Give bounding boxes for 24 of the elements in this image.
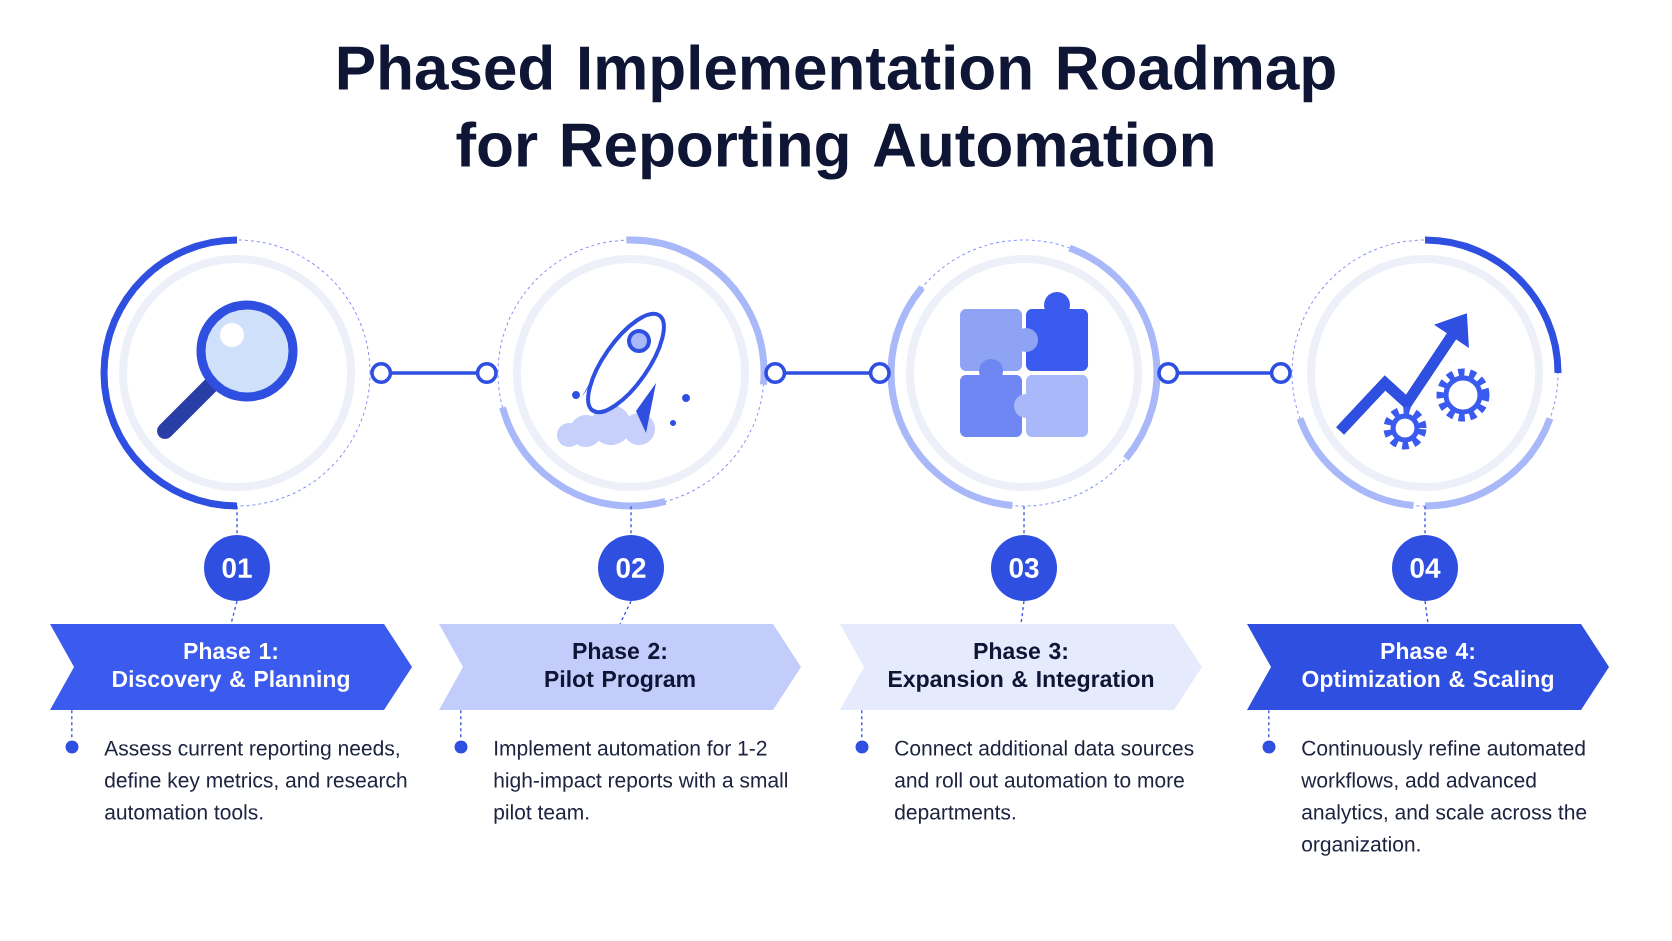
connector (1020, 600, 1025, 625)
bullet-item: Connect additional data sources and roll out automation to more departments. (855, 740, 1194, 824)
number-badge: 01 (204, 535, 270, 601)
connector (370, 362, 498, 384)
phase-banner: Phase 4: Optimization & Scaling (1247, 624, 1609, 710)
bullet-item: Assess current reporting needs, define key metrics, and research automation tools. (65, 740, 407, 820)
phase-banner: Phase 3: Expansion & Integration (840, 624, 1202, 710)
phase-banner: Phase 1: Discovery & Planning (50, 624, 412, 710)
connector (1023, 505, 1025, 536)
connector (1424, 600, 1429, 625)
phase-banner: Phase 2: Pilot Program (439, 624, 801, 710)
number-badge: 04 (1392, 535, 1458, 601)
bullet-item: Continuously refine automated workflows, add advanced analytics, and scale across the organization. (1262, 740, 1587, 856)
connector (630, 505, 632, 536)
title: Phased Implementation Roadmap for Reporting Automation (338, 44, 1335, 180)
bullet-item: Implement automation for 1-2 high-impact reports with a small pilot team. (454, 740, 788, 824)
number-badge: 03 (991, 535, 1057, 601)
number-badge: 02 (598, 535, 664, 601)
icon-circle (1291, 236, 1562, 510)
connector (1424, 505, 1426, 536)
connector (236, 505, 238, 536)
connector (764, 362, 891, 384)
connector (1157, 362, 1292, 384)
connector (619, 600, 632, 625)
